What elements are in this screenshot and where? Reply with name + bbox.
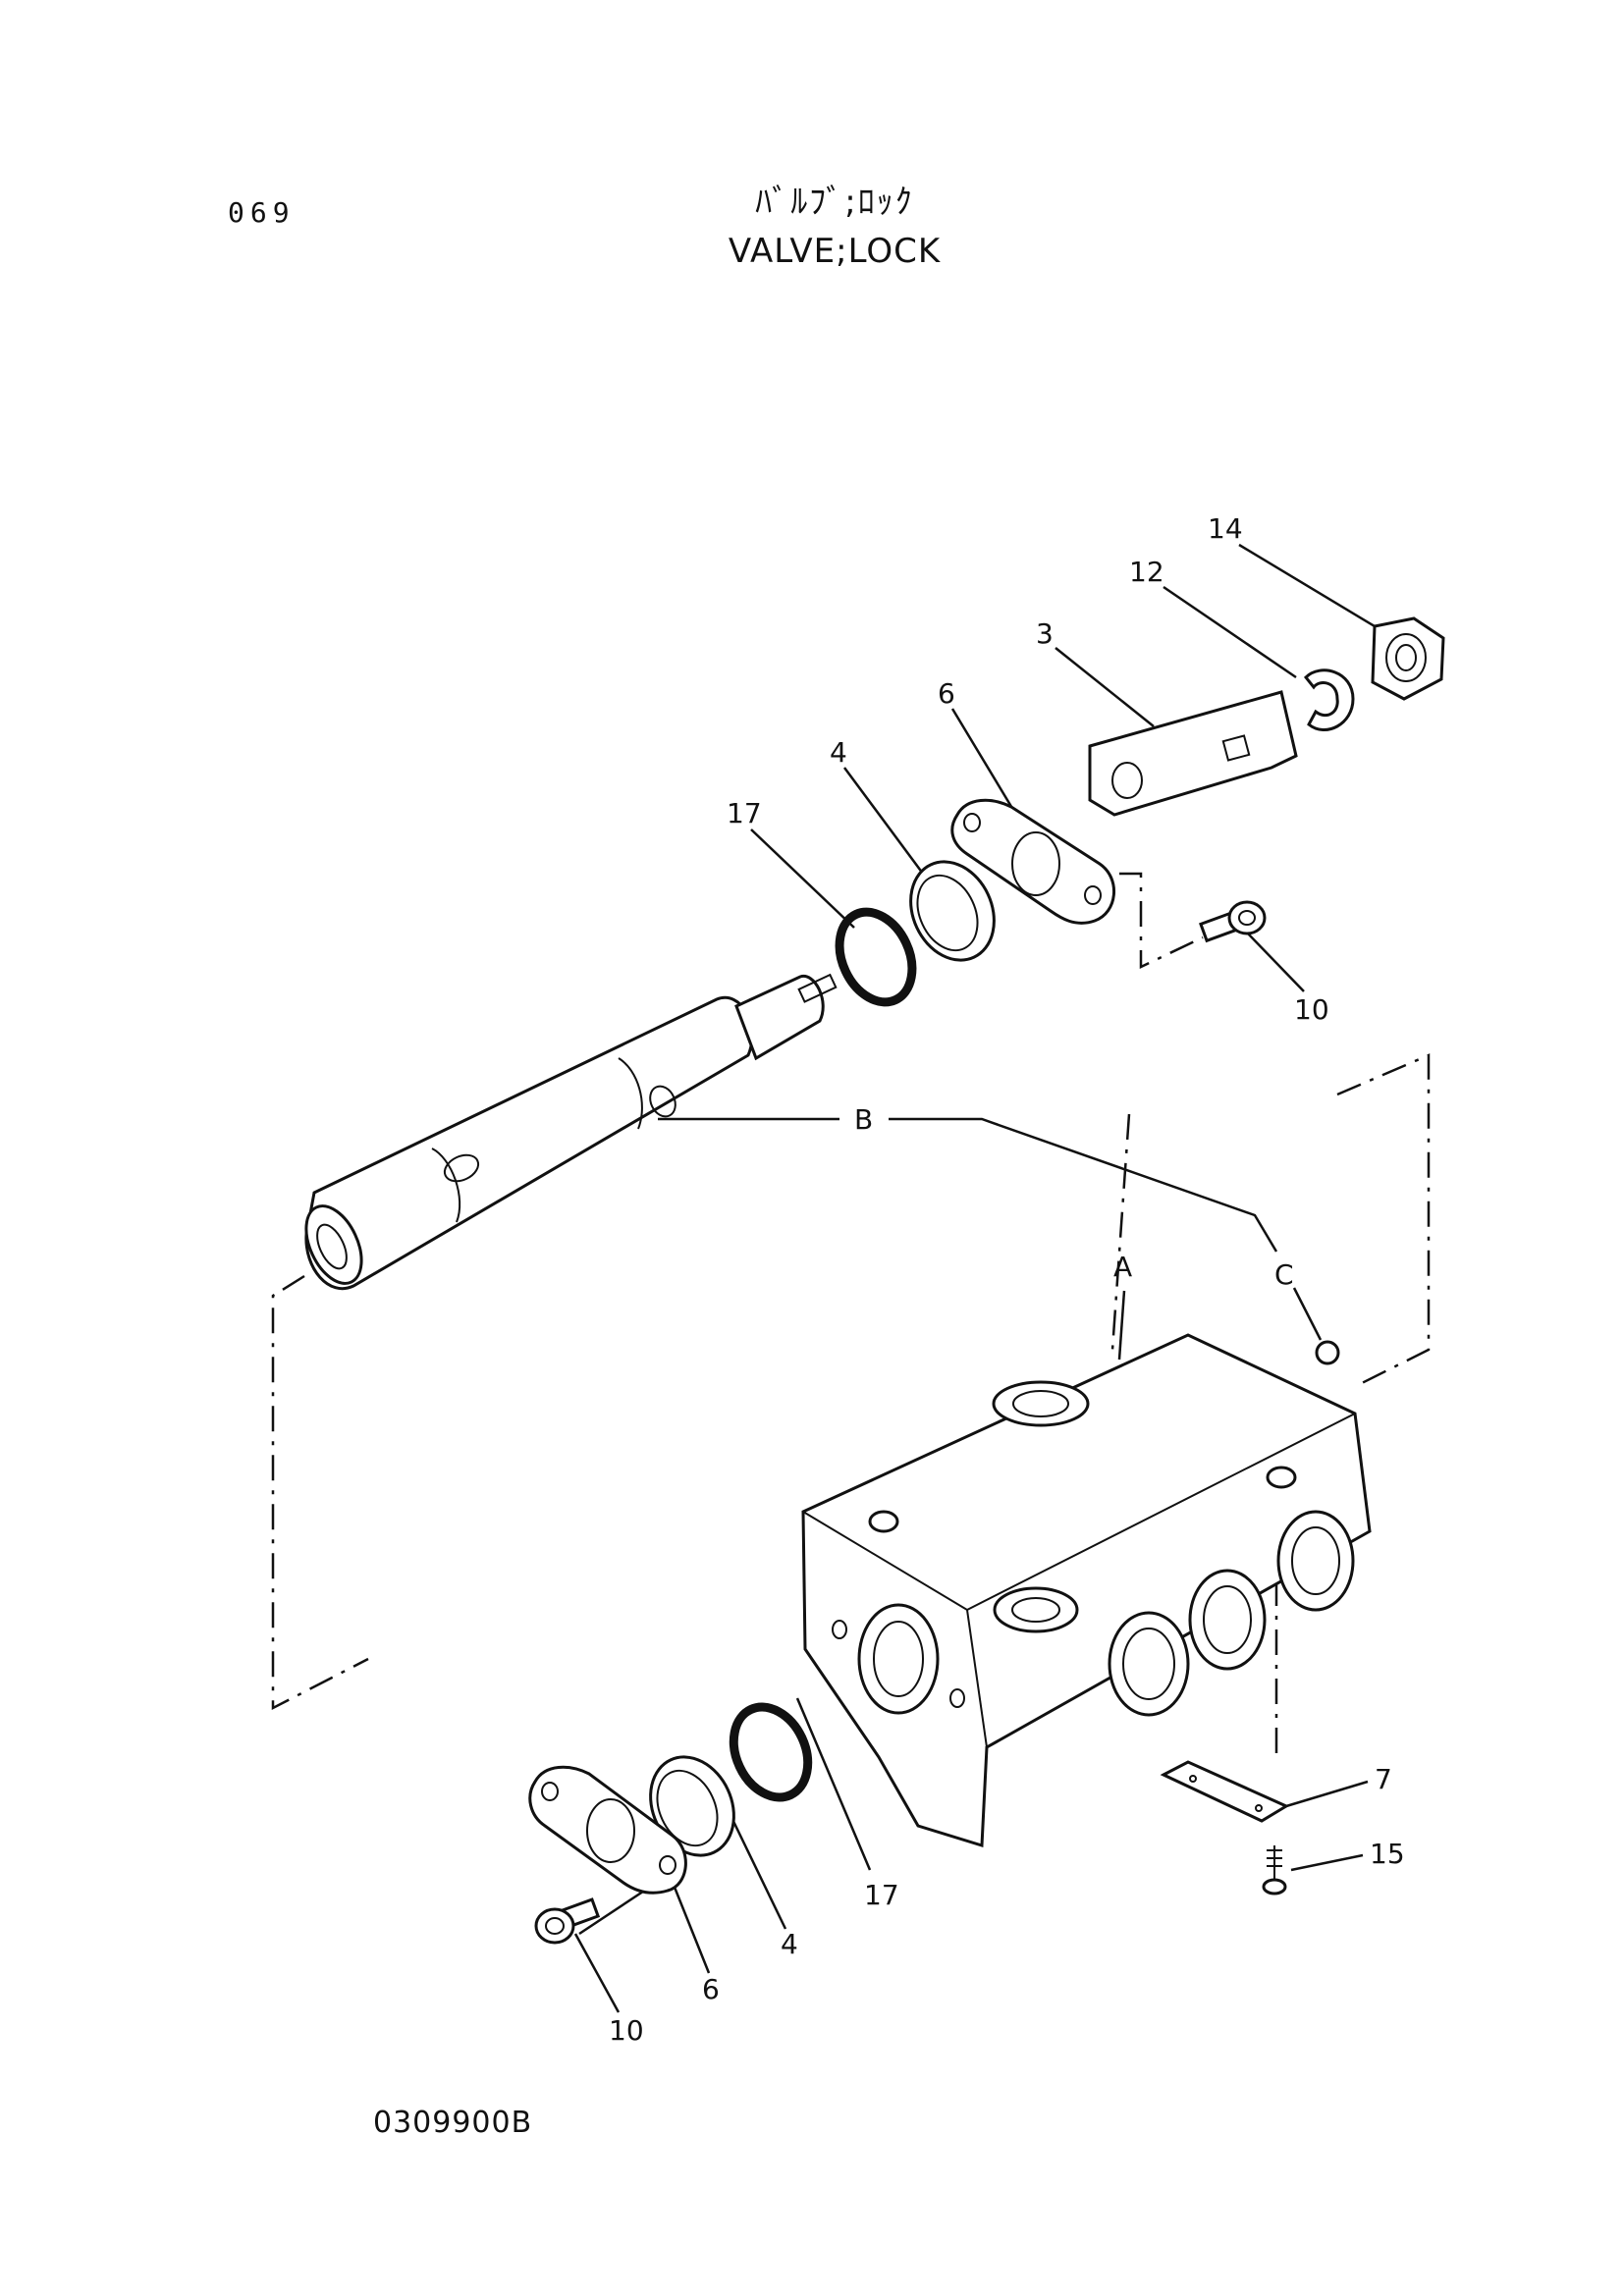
bolt-lower [534, 1897, 601, 1945]
snap-ring [1303, 668, 1355, 731]
flange-upper [950, 798, 1115, 925]
o-ring-upper [835, 907, 917, 1007]
assembly-axis-lines [271, 872, 1431, 1762]
lock-plate [1088, 690, 1298, 817]
callout-15: 15 [1370, 1838, 1405, 1870]
callout-7: 7 [1375, 1763, 1392, 1795]
title-japanese: ﾊﾞﾙﾌﾞ;ﾛｯｸ [755, 183, 914, 222]
callout-10-lower: 10 [609, 2014, 644, 2047]
callout-14: 14 [1208, 512, 1243, 545]
callout-4-upper: 4 [830, 736, 847, 769]
leader-lines [573, 543, 1376, 2013]
flange-lower [528, 1765, 687, 1895]
valve-spool [304, 973, 838, 1291]
drawing-number: 0309900B [373, 2106, 533, 2140]
name-plate [1160, 1760, 1290, 1823]
callout-a: A [1113, 1251, 1132, 1283]
bolt-upper [1199, 900, 1267, 943]
callout-17-lower: 17 [864, 1879, 899, 1911]
callout-10-upper: 10 [1294, 993, 1329, 1026]
callout-b: B [854, 1103, 873, 1136]
check-ball [1315, 1340, 1340, 1365]
hex-nut [1371, 616, 1445, 701]
seal-ring-upper [909, 860, 996, 962]
callout-c: C [1274, 1258, 1294, 1291]
callout-12: 12 [1129, 556, 1164, 588]
title-english: VALVE;LOCK [728, 232, 942, 271]
callout-6-upper: 6 [938, 677, 955, 710]
callout-labels: 14 12 3 6 4 17 10 B A C 7 15 17 4 6 10 [609, 512, 1405, 2047]
valve-body [801, 1333, 1372, 1848]
page-number: 069 [228, 196, 296, 229]
callout-6-lower: 6 [702, 1973, 720, 2005]
drive-screw [1262, 1845, 1287, 1896]
o-ring-lower [729, 1702, 813, 1802]
callout-17-upper: 17 [727, 797, 762, 829]
callout-3: 3 [1036, 617, 1054, 650]
callout-4-lower: 4 [781, 1928, 798, 1960]
